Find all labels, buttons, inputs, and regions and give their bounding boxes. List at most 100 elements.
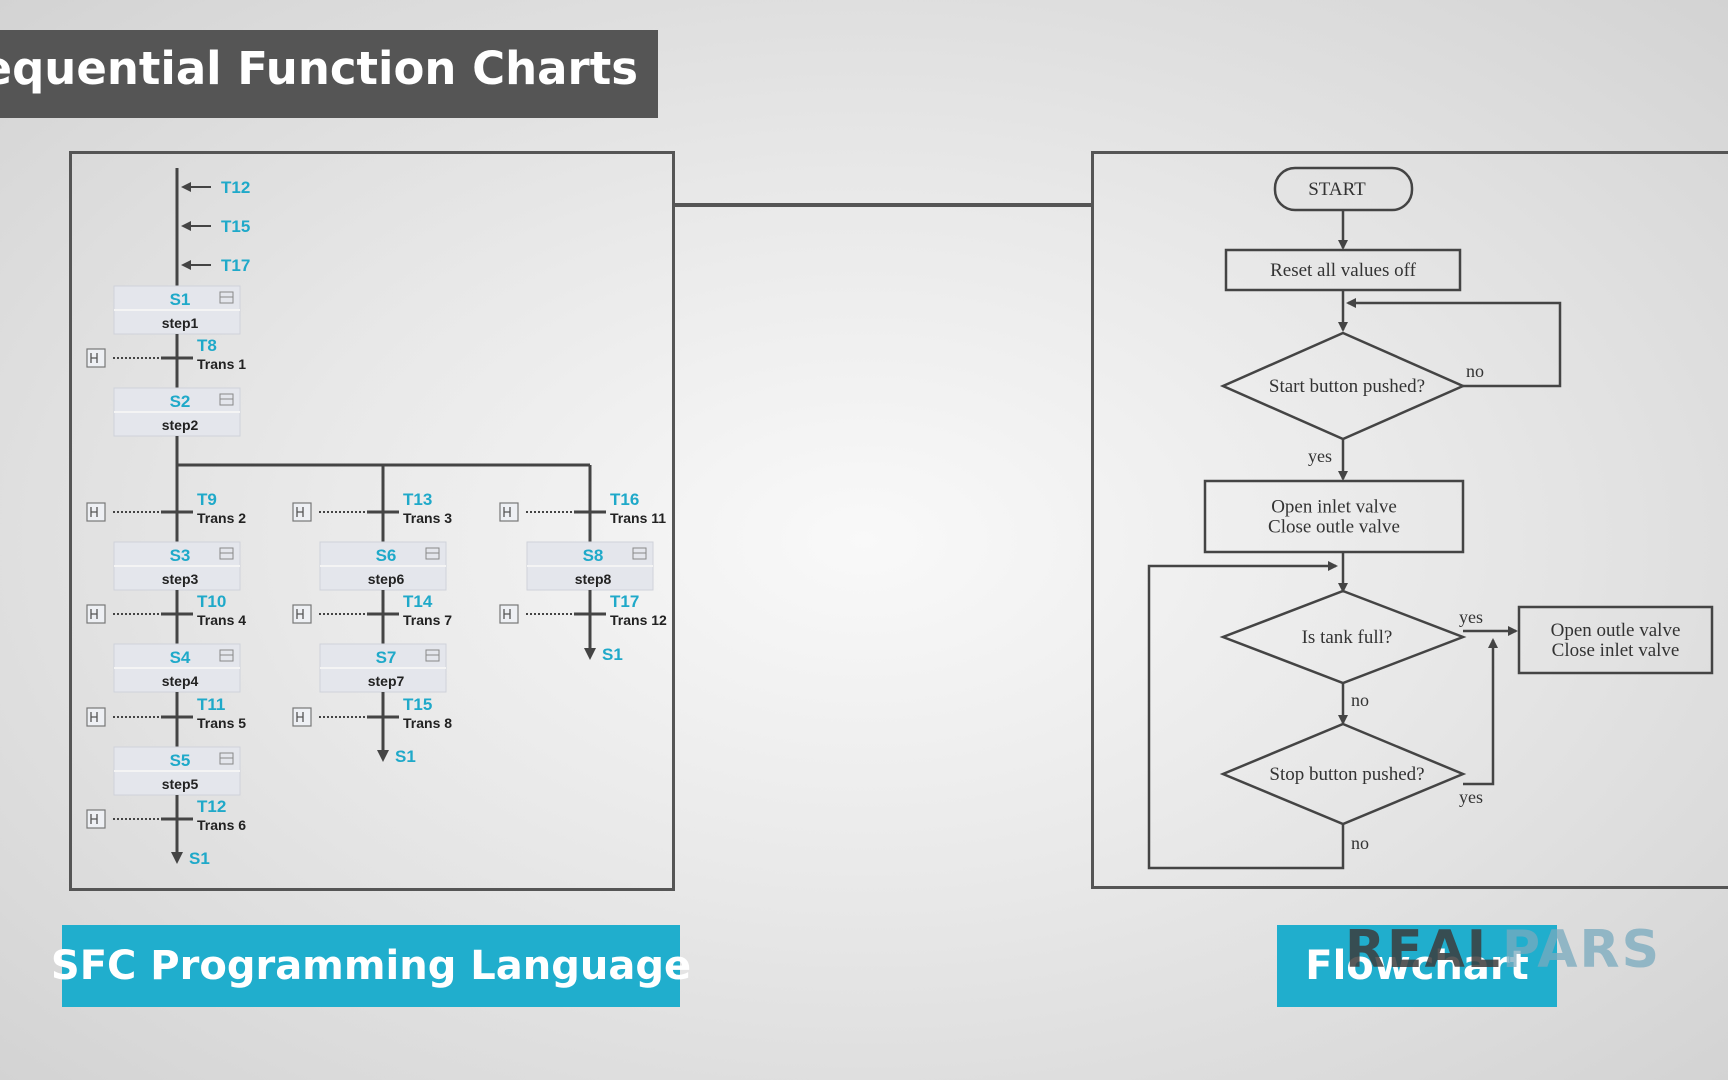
transition-id: T15: [403, 695, 432, 714]
label-no: no: [1351, 690, 1369, 710]
transition-condition-glyph: [90, 507, 98, 517]
transition-condition-glyph: [90, 353, 98, 363]
transition-name: Trans 3: [403, 510, 452, 526]
transition-id: T8: [197, 336, 217, 355]
sfc-step: S4 step4: [113, 643, 241, 693]
open-inlet-process-box: [1203, 479, 1465, 554]
stop-decision-text: Stop button pushed?: [1269, 764, 1424, 785]
transition-condition-glyph: [296, 712, 304, 722]
tank-decision-text: Is tank full?: [1302, 627, 1393, 648]
transition-name: Trans 6: [197, 817, 246, 833]
label-no: no: [1466, 361, 1484, 381]
transition-name: Trans 4: [197, 612, 246, 628]
sfc-step: S8 step8: [526, 541, 654, 591]
sfc-caption-text: SFC Programming Language: [50, 943, 692, 989]
step-id: S1: [170, 290, 191, 309]
transition-id: T17: [610, 592, 639, 611]
step-id: S7: [376, 648, 397, 667]
jump-target: S1: [395, 747, 416, 766]
step-name: step4: [162, 673, 199, 689]
step-name: step6: [368, 571, 405, 587]
entry-transition-label: T12: [221, 178, 250, 197]
no-loop-arrow: [1346, 298, 1562, 388]
transition-condition-glyph: [90, 609, 98, 619]
sfc-caption: SFC Programming Language: [51, 925, 691, 1007]
entry-transition-label: T15: [221, 217, 250, 236]
transition-id: T16: [610, 490, 639, 509]
transition-id: T13: [403, 490, 432, 509]
start-decision-text: Start button pushed?: [1269, 376, 1425, 397]
label-no: no: [1351, 833, 1369, 853]
title-bar: 1. Sequential Function Charts: [0, 30, 658, 118]
sfc-diagram-panel: [69, 151, 675, 891]
sfc-step: S7 step7: [319, 643, 447, 693]
step-id: S5: [170, 751, 191, 770]
transition-condition-glyph: [503, 507, 511, 517]
reset-process-text: Reset all values off: [1270, 260, 1416, 281]
flowchart-caption: Flowchart: [1277, 925, 1557, 1007]
logo-part-2: PARS: [1501, 920, 1662, 980]
transition-condition-glyph: [90, 712, 98, 722]
transition-id: T10: [197, 592, 226, 611]
transition-name: Trans 2: [197, 510, 246, 526]
jump-arrow: [584, 648, 596, 660]
transition-condition-glyph: [90, 814, 98, 824]
transition-name: Trans 12: [610, 612, 667, 628]
step-name: step5: [162, 776, 199, 792]
transition-name: Trans 1: [197, 356, 246, 372]
step-id: S2: [170, 392, 191, 411]
jump-target: S1: [602, 645, 623, 664]
flowchart-panel: [1091, 151, 1728, 889]
open-inlet-process-text: Close outle valve: [1268, 517, 1400, 538]
step-name: step3: [162, 571, 199, 587]
step-name: step8: [575, 571, 612, 587]
open-outlet-process-box: [1517, 605, 1714, 675]
sfc-step: S3 step3: [113, 541, 241, 591]
jump-arrow: [171, 852, 183, 864]
transition-id: T11: [197, 695, 225, 714]
transition-condition-glyph: [296, 507, 304, 517]
sfc-step: S1 step1: [113, 285, 241, 335]
jump-target: S1: [189, 849, 210, 868]
open-outlet-process-text: Close inlet valve: [1552, 640, 1680, 661]
panel-connector-line: [675, 203, 1091, 207]
step-id: S3: [170, 546, 191, 565]
transition-name: Trans 7: [403, 612, 452, 628]
transition-name: Trans 8: [403, 715, 452, 731]
start-terminal-text: START: [1308, 179, 1366, 200]
transition-name: Trans 5: [197, 715, 246, 731]
entry-transition-label: T17: [221, 256, 250, 275]
sfc-step: S5 step5: [113, 746, 241, 796]
logo-part-1: REAL: [1345, 920, 1502, 980]
page-title: 1. Sequential Function Charts: [0, 42, 638, 95]
step-id: S4: [170, 648, 191, 667]
step-name: step1: [162, 315, 199, 331]
step-id: S6: [376, 546, 397, 565]
transition-condition-glyph: [296, 609, 304, 619]
label-yes: yes: [1459, 607, 1483, 627]
no-loop-arrow: [1147, 561, 1345, 870]
label-yes: yes: [1308, 446, 1332, 466]
open-outlet-process-text: Open outle valve: [1551, 620, 1681, 641]
label-yes: yes: [1459, 787, 1483, 807]
open-inlet-process-text: Open inlet valve: [1271, 497, 1397, 518]
transition-name: Trans 11: [610, 510, 666, 526]
step-name: step2: [162, 417, 199, 433]
sfc-step: S6 step6: [319, 541, 447, 591]
flowchart-caption-text: Flowchart: [1305, 943, 1529, 989]
step-name: step7: [368, 673, 405, 689]
sfc-step: S2 step2: [113, 387, 241, 437]
step-id: S8: [583, 546, 604, 565]
jump-arrow: [377, 750, 389, 762]
